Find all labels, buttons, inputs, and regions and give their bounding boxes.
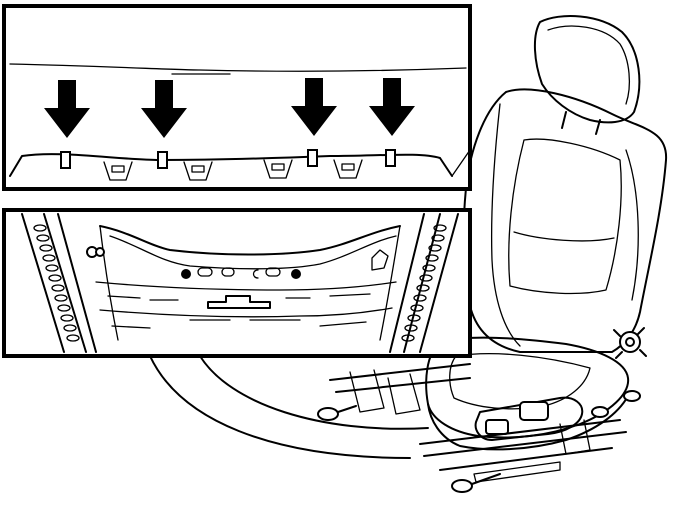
- down-arrow-4: [369, 78, 415, 136]
- seat-backrest: [462, 88, 668, 353]
- seat-side-panel: [474, 396, 584, 441]
- underside-crossbar-lower: [99, 307, 393, 318]
- callout-pointer: [149, 355, 429, 459]
- spring-coil-left: [33, 224, 80, 342]
- seat-headrest-seam: [547, 25, 631, 105]
- underside-frame-plate-inner: [109, 235, 397, 270]
- seat-mounting-foot-right-rear: [623, 390, 641, 402]
- seat-backrest-side-bolster: [625, 149, 639, 301]
- underside-center-dashes: [149, 297, 311, 321]
- seat-frame-bracket-b: [387, 373, 421, 415]
- seat-headrest-post-left: [561, 111, 567, 129]
- trim-edge-upper: [9, 63, 467, 72]
- seat-mounting-foot-right-front: [591, 406, 609, 418]
- seat-adjust-switch: [519, 401, 549, 421]
- spring-coil-right: [401, 224, 447, 342]
- seat-mounting-foot-left-rear: [317, 405, 357, 421]
- seat-frame-bracket-c: [559, 419, 591, 455]
- underside-fasteners: [86, 246, 389, 279]
- callout-pointer-outer: [149, 355, 411, 459]
- seat-backrest-panel: [508, 138, 622, 295]
- seat-frame-bracket-a: [349, 369, 385, 413]
- inset-panel-underside: [2, 208, 472, 358]
- seat-headrest-post-right: [595, 119, 601, 135]
- trim-retainer-notches: [103, 159, 363, 181]
- down-arrow-2: [141, 80, 187, 138]
- underside-rail-right: [389, 213, 459, 353]
- underside-frame-edge-right: [379, 225, 401, 341]
- underside-crossbar-upper: [95, 281, 397, 291]
- underside-frame-plate: [99, 225, 401, 256]
- underside-right-dashes: [319, 293, 371, 327]
- seat-cushion-panel: [449, 353, 591, 410]
- callout-pointer-inner: [199, 355, 429, 430]
- seat-backrest-inner-edge: [490, 103, 521, 347]
- seat-mounting-foot-left-front: [451, 473, 501, 493]
- down-arrow-icon: [44, 78, 415, 138]
- clip-icon: [60, 149, 396, 169]
- down-arrow-1: [44, 80, 90, 138]
- seat-rail-left: [329, 363, 471, 381]
- underside-frame-edge-left: [99, 225, 119, 341]
- seat-illustration: [317, 15, 668, 493]
- seat-recline-knob: [613, 327, 647, 359]
- underside-rail-left: [21, 213, 97, 353]
- down-arrow-3: [291, 78, 337, 136]
- trim-panel-right-edge: [451, 149, 471, 177]
- seat-headrest: [533, 15, 641, 124]
- inset-panel-clips: [2, 4, 472, 191]
- trim-panel-profile: [9, 153, 453, 177]
- underside-center-bracket: [207, 295, 271, 309]
- underside-left-dashes: [107, 295, 151, 329]
- seat-rail-front-lower: [423, 431, 627, 457]
- seat-rail-left-lower: [335, 377, 471, 393]
- seat-recline-switch: [485, 419, 509, 435]
- seat-rail-front-detail: [473, 461, 561, 483]
- seat-backrest-lumbar: [513, 231, 615, 242]
- seat-rail-front: [419, 419, 621, 445]
